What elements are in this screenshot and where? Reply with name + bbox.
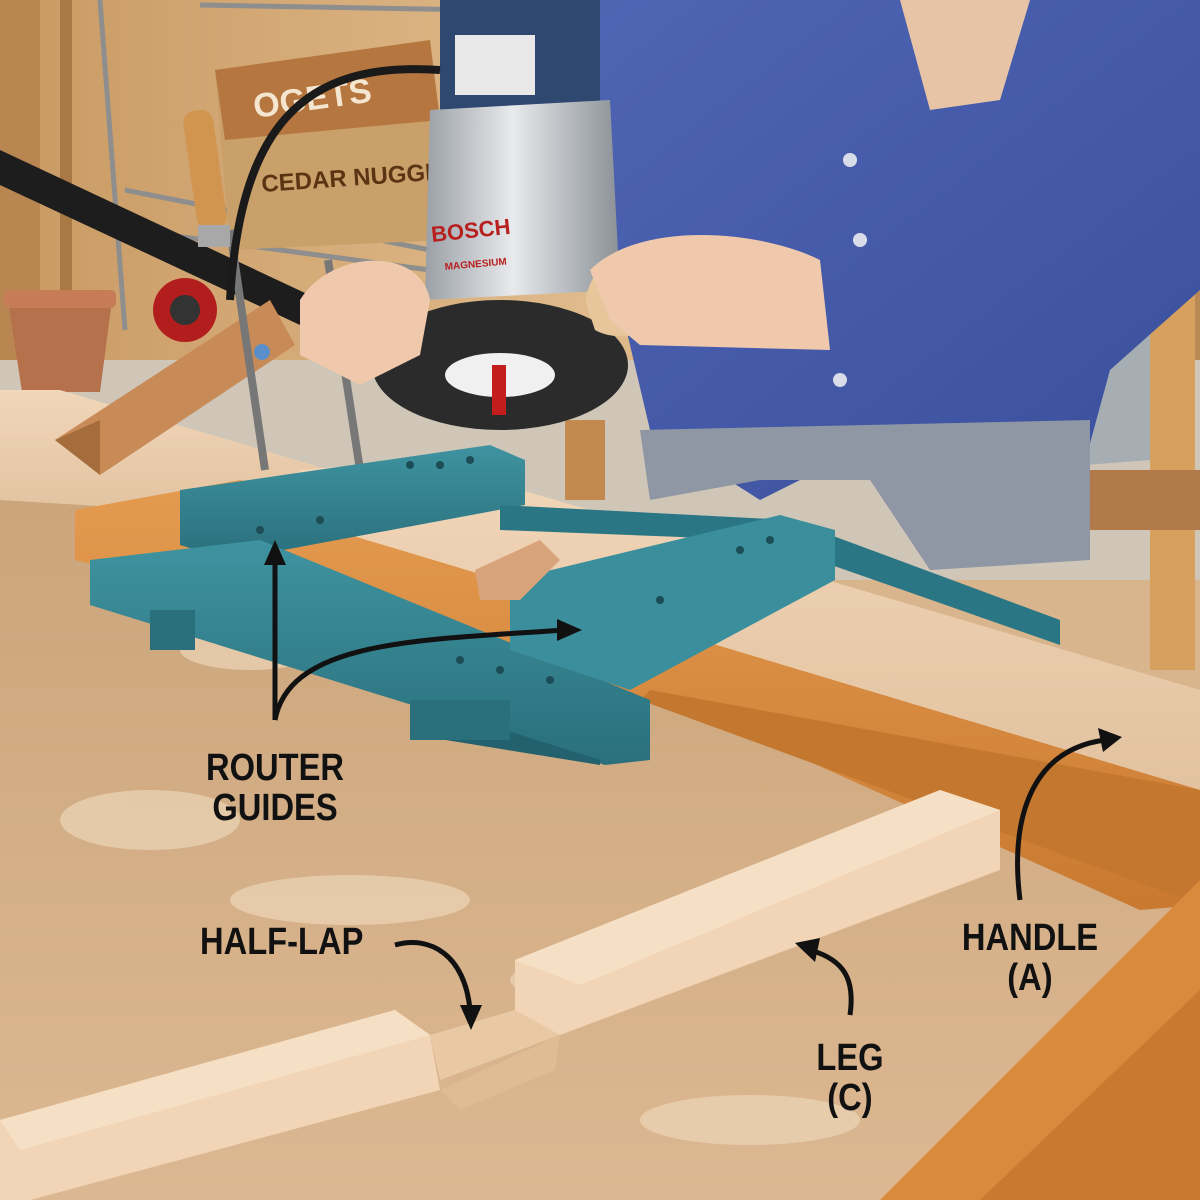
router-cut bbox=[475, 540, 560, 600]
blue-shirt bbox=[560, 0, 1200, 500]
router-guides-arrow-right bbox=[272, 627, 566, 721]
right-hand bbox=[590, 235, 830, 350]
leg-board-c bbox=[0, 790, 1000, 1200]
handle-label-line2: (A) bbox=[1007, 957, 1053, 999]
bar-clamp bbox=[55, 110, 364, 475]
jeans bbox=[640, 420, 1090, 570]
handle-label: HANDLE (A) bbox=[957, 918, 1103, 998]
half-lap-arrow bbox=[394, 940, 473, 1011]
router-guides-label-line1: ROUTER bbox=[205, 747, 344, 789]
leg-label-line2: (C) bbox=[827, 1077, 873, 1119]
leg-label: LEG (C) bbox=[798, 1038, 901, 1118]
router-model: MAGNESIUM bbox=[444, 257, 507, 273]
router-guides-label-line2: GUIDES bbox=[212, 787, 338, 829]
leg-arrow bbox=[809, 947, 854, 1016]
leg-label-line1: LEG bbox=[816, 1037, 884, 1079]
handle-label-line1: HANDLE bbox=[961, 917, 1099, 959]
router-guides bbox=[90, 445, 1060, 765]
annotation-arrows bbox=[272, 560, 1106, 1016]
clay-pot bbox=[4, 290, 116, 392]
half-lap-label: HALF-LAP bbox=[200, 921, 364, 963]
bosch-router: BOSCH MAGNESIUM bbox=[310, 0, 684, 430]
neck bbox=[900, 0, 1030, 110]
router-guides-label: ROUTER GUIDES bbox=[202, 748, 348, 828]
handle-arrow bbox=[1015, 737, 1106, 901]
arrow-heads bbox=[264, 540, 1122, 1030]
left-hand bbox=[300, 260, 430, 385]
power-cord bbox=[226, 65, 441, 301]
